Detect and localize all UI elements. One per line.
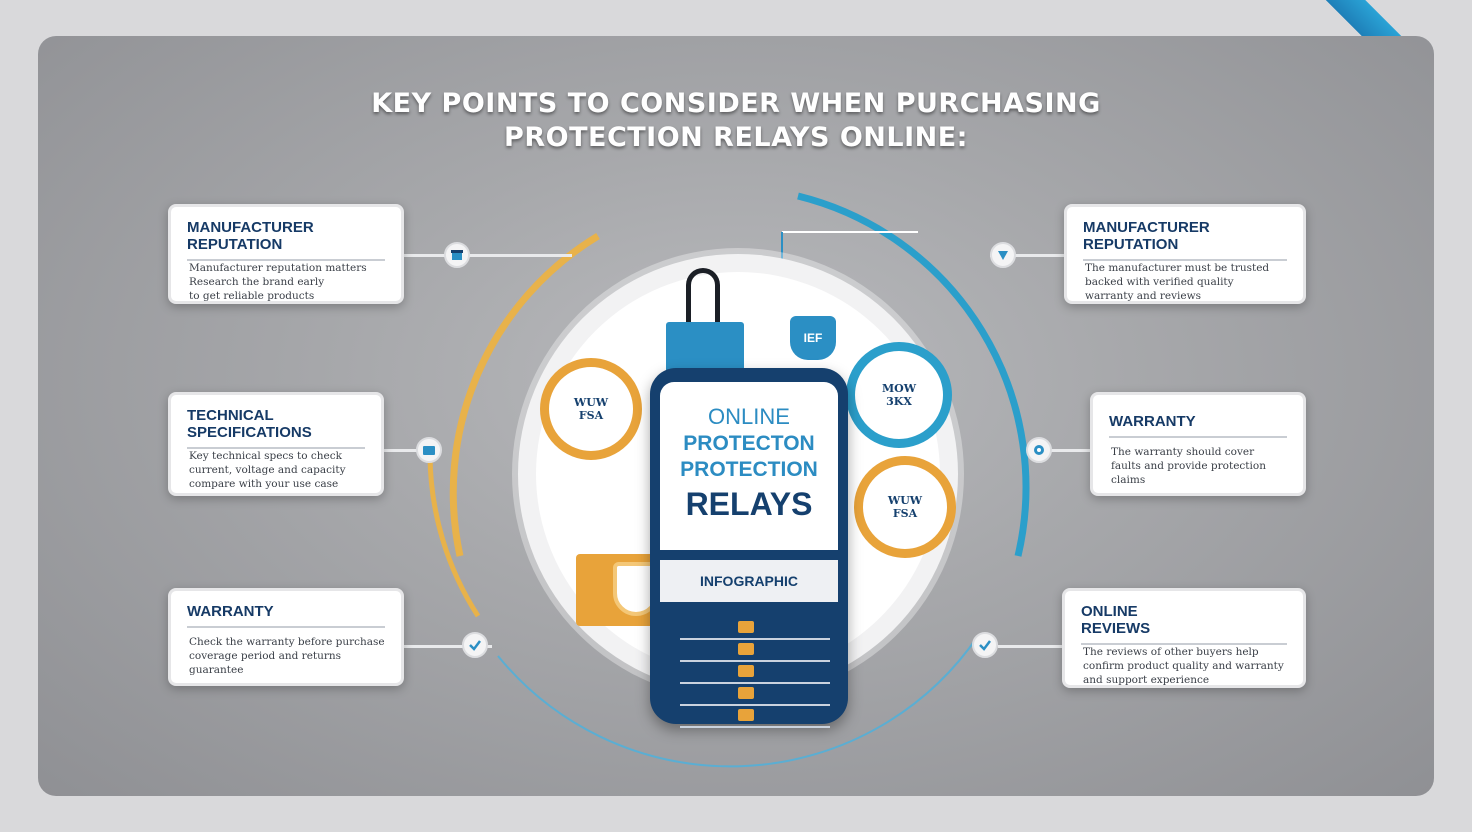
card-right-manufacturer-reputation: MANUFACTURER REPUTATION The manufacturer…: [1064, 204, 1306, 304]
badge-right-top-line2: 3KX: [886, 395, 912, 408]
phone-text-line4: RELAYS: [685, 486, 813, 522]
list-item: [680, 706, 830, 728]
card-body: Key technical specs to check current, vo…: [189, 449, 367, 491]
card-body: The reviews of other buyers help confirm…: [1083, 645, 1289, 687]
connector-left-3: [402, 645, 492, 648]
card-body-line: Manufacturer reputation matters: [189, 262, 367, 274]
phone-list: [680, 618, 830, 728]
card-body-line: faults and provide protection: [1111, 460, 1266, 472]
phone-infobar: INFOGRAPHIC: [660, 560, 838, 602]
card-heading-line2: SPECIFICATIONS: [187, 424, 312, 441]
card-body-line: Key technical specs to check: [189, 450, 342, 462]
gear-icon: [1034, 445, 1044, 455]
card-right-online-reviews: ONLINE REVIEWS The reviews of other buye…: [1062, 588, 1306, 688]
node-right-3[interactable]: [972, 632, 998, 658]
card-body: The manufacturer must be trusted backed …: [1085, 261, 1289, 303]
package-icon: [451, 250, 463, 260]
node-right-2[interactable]: [1026, 437, 1052, 463]
card-heading: WARRANTY: [1109, 413, 1287, 438]
card-heading-line2: REPUTATION: [187, 236, 283, 253]
card-heading: MANUFACTURER REPUTATION: [187, 219, 385, 261]
badge-left-top-line2: FSA: [578, 409, 604, 422]
card-body-line: coverage period and returns: [189, 650, 342, 662]
card-heading: MANUFACTURER REPUTATION: [1083, 219, 1287, 261]
card-body-line: claims: [1111, 474, 1146, 486]
badge-right-bottom: WUW FSA: [854, 456, 956, 558]
phone-text-line1: ONLINE: [708, 404, 790, 429]
card-heading-line1: MANUFACTURER: [1083, 219, 1210, 236]
node-right-1[interactable]: [990, 242, 1016, 268]
connector-left-2: [382, 449, 438, 452]
card-heading-line2: REVIEWS: [1081, 620, 1151, 637]
card-body-line: The reviews of other buyers help: [1083, 646, 1259, 658]
card-body-line: and support experience: [1083, 674, 1210, 686]
card-body: Manufacturer reputation matters Research…: [189, 261, 387, 303]
badge-left-top-line1: WUW: [573, 396, 609, 409]
phone-text-line3: PROTECTION: [680, 458, 818, 481]
connector-left-1: [402, 254, 572, 257]
card-body-line: Research the brand early: [189, 276, 325, 288]
badge-right-top-line1: MOW: [881, 382, 917, 395]
phone-graphic: ONLINE PROTECTON PROTECTION RELAYS INFOG…: [650, 368, 848, 728]
phone-text-line2: PROTECTON: [683, 432, 815, 455]
card-heading-line1: WARRANTY: [1109, 413, 1196, 430]
phone-screen: ONLINE PROTECTON PROTECTION RELAYS: [660, 382, 838, 550]
card-left-warranty: WARRANTY Check the warranty before purch…: [168, 588, 404, 686]
card-left-manufacturer-reputation: MANUFACTURER REPUTATION Manufacturer rep…: [168, 204, 404, 304]
card-body-line: to get reliable products: [189, 290, 315, 302]
list-item: [680, 662, 830, 684]
list-item: [680, 684, 830, 706]
card-heading: WARRANTY: [187, 603, 385, 628]
card-heading-line1: MANUFACTURER: [187, 219, 314, 236]
badge-right-bottom-line1: WUW: [887, 494, 923, 507]
card-heading-line1: TECHNICAL: [187, 407, 274, 424]
list-item: [680, 640, 830, 662]
card-left-technical-specifications: TECHNICAL SPECIFICATIONS Key technical s…: [168, 392, 384, 496]
list-item: [680, 618, 830, 640]
plug-label: IEF: [803, 331, 823, 345]
badge-left-top: WUW FSA: [540, 358, 642, 460]
node-left-2[interactable]: [416, 437, 442, 463]
plug-icon: IEF: [790, 316, 836, 360]
card-heading-line2: REPUTATION: [1083, 236, 1179, 253]
card-body-line: compare with your use case: [189, 478, 339, 490]
card-body-line: backed with verified quality: [1085, 276, 1234, 288]
badge-right-bottom-line2: FSA: [892, 507, 918, 520]
card-heading: TECHNICAL SPECIFICATIONS: [187, 407, 365, 449]
card-heading: ONLINE REVIEWS: [1081, 603, 1287, 645]
check-icon: [469, 640, 481, 651]
card-body-line: current, voltage and capacity: [189, 464, 346, 476]
page-title-line2: PROTECTION RELAYS ONLINE:: [504, 122, 968, 153]
card-body: Check the warranty before purchase cover…: [189, 635, 387, 677]
card-heading-line1: WARRANTY: [187, 603, 274, 620]
node-left-1[interactable]: [444, 242, 470, 268]
card-body-line: warranty and reviews: [1085, 290, 1201, 302]
connector-right-3: [998, 645, 1068, 648]
badge-right-top: MOW 3KX: [846, 342, 952, 448]
card-right-warranty: WARRANTY The warranty should cover fault…: [1090, 392, 1306, 496]
padlock-shackle: [686, 268, 720, 328]
connector-right-2: [1038, 449, 1094, 452]
folder-icon: [423, 446, 435, 455]
card-body-line: confirm product quality and warranty: [1083, 660, 1284, 672]
card-body-line: The manufacturer must be trusted: [1085, 262, 1270, 274]
infographic-board: KEY POINTS TO CONSIDER WHEN PURCHASING P…: [38, 36, 1434, 796]
check-icon: [979, 640, 991, 651]
card-heading-line1: ONLINE: [1081, 603, 1138, 620]
node-left-3[interactable]: [462, 632, 488, 658]
card-body-line: Check the warranty before purchase: [189, 636, 385, 648]
connector-right-1: [990, 254, 1068, 257]
card-body-line: The warranty should cover: [1111, 446, 1255, 458]
card-body: The warranty should cover faults and pro…: [1111, 445, 1289, 487]
shield-icon: [998, 251, 1008, 260]
page-title-line1: KEY POINTS TO CONSIDER WHEN PURCHASING: [371, 88, 1101, 119]
card-body-line: guarantee: [189, 664, 244, 676]
